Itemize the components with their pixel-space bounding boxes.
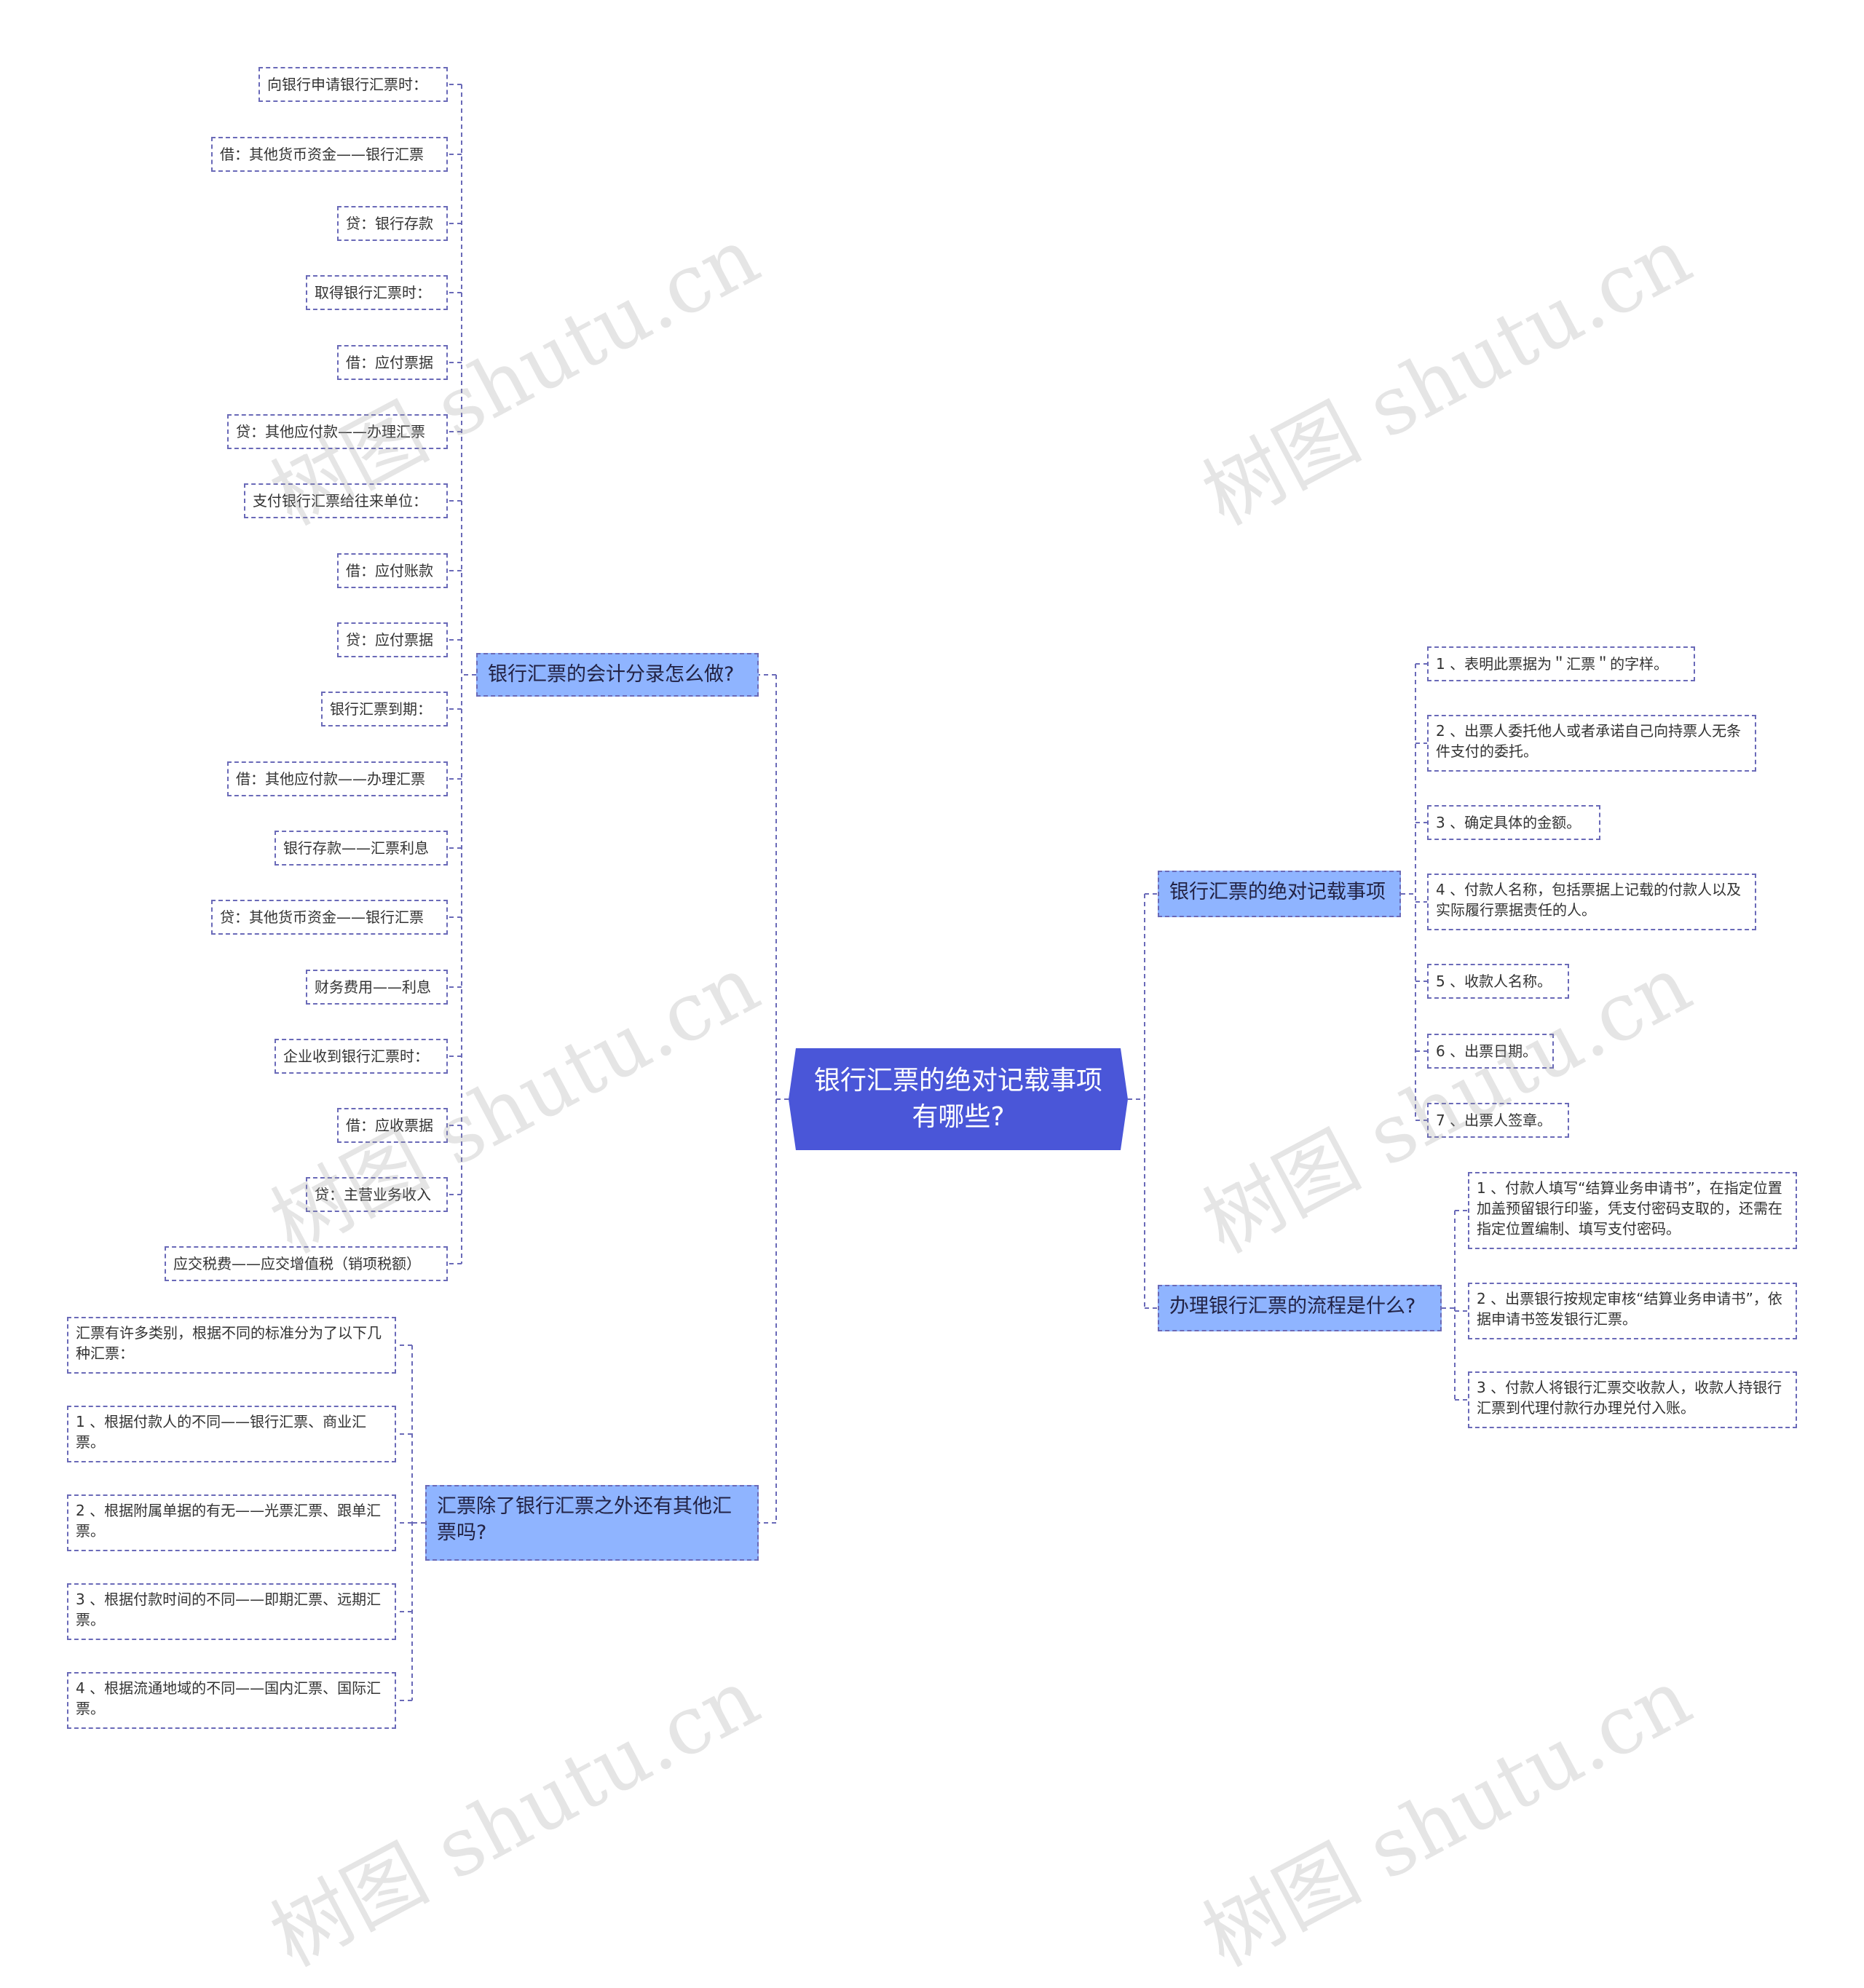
root-shape — [789, 1048, 1128, 1150]
accounting-item[interactable]: 贷：主营业务收入 — [306, 1177, 448, 1212]
accounting-item[interactable]: 应交税费——应交增值税（销项税额） — [165, 1246, 448, 1281]
other-types-item[interactable]: 汇票有许多类别，根据不同的标准分为了以下几种汇票： — [67, 1317, 396, 1374]
accounting-item[interactable]: 银行汇票到期： — [321, 692, 448, 726]
root-title: 银行汇票的绝对记载事项有哪些? — [813, 1066, 1102, 1132]
branch-other-types[interactable]: 汇票除了银行汇票之外还有其他汇票吗? — [425, 1485, 759, 1561]
accounting-item[interactable]: 贷：应付票据 — [337, 622, 448, 657]
process-item[interactable]: 3 、付款人将银行汇票交收款人，收款人持银行汇票到代理付款行办理兑付入账。 — [1468, 1371, 1797, 1428]
accounting-item[interactable]: 支付银行汇票给往来单位： — [244, 483, 448, 518]
branch-accounting[interactable]: 银行汇票的会计分录怎么做? — [476, 653, 759, 697]
other-types-item[interactable]: 4 、根据流通地域的不同——国内汇票、国际汇票。 — [67, 1672, 396, 1729]
accounting-item[interactable]: 借：其他应付款——办理汇票 — [227, 761, 448, 796]
accounting-item[interactable]: 银行存款——汇票利息 — [275, 831, 448, 866]
accounting-item[interactable]: 借：应收票据 — [337, 1108, 448, 1143]
absolute-item[interactable]: 3 、确定具体的金额。 — [1427, 805, 1600, 840]
absolute-item[interactable]: 1 、表明此票据为＂汇票＂的字样。 — [1427, 646, 1695, 681]
absolute-item[interactable]: 5 、收款人名称。 — [1427, 964, 1569, 999]
branch-process[interactable]: 办理银行汇票的流程是什么? — [1158, 1285, 1442, 1331]
accounting-item[interactable]: 向银行申请银行汇票时： — [258, 67, 448, 102]
absolute-item[interactable]: 6 、出票日期。 — [1427, 1034, 1554, 1069]
accounting-item[interactable]: 贷：银行存款 — [337, 206, 448, 241]
absolute-item[interactable]: 2 、出票人委托他人或者承诺自己向持票人无条件支付的委托。 — [1427, 715, 1756, 772]
process-item[interactable]: 1 、付款人填写“结算业务申请书”，在指定位置加盖预留银行印鉴，凭支付密码支取的… — [1468, 1172, 1797, 1249]
other-types-item[interactable]: 3 、根据付款时间的不同——即期汇票、远期汇票。 — [67, 1583, 396, 1640]
absolute-item[interactable]: 4 、付款人名称，包括票据上记载的付款人以及实际履行票据责任的人。 — [1427, 874, 1756, 930]
other-types-item[interactable]: 2 、根据附属单据的有无——光票汇票、跟单汇票。 — [67, 1494, 396, 1551]
accounting-item[interactable]: 借：应付票据 — [337, 345, 448, 380]
accounting-item[interactable]: 贷：其他货币资金——银行汇票 — [211, 900, 448, 935]
accounting-item[interactable]: 贷：其他应付款——办理汇票 — [227, 414, 448, 449]
accounting-item[interactable]: 企业收到银行汇票时： — [275, 1039, 448, 1074]
connector-lines — [396, 84, 1468, 1701]
accounting-item[interactable]: 借：应付账款 — [337, 553, 448, 588]
absolute-item[interactable]: 7 、出票人签章。 — [1427, 1103, 1569, 1138]
root-node[interactable]: 银行汇票的绝对记载事项有哪些? — [789, 1048, 1128, 1150]
accounting-item[interactable]: 借：其他货币资金——银行汇票 — [211, 137, 448, 172]
accounting-item[interactable]: 财务费用——利息 — [306, 970, 448, 1005]
process-item[interactable]: 2 、出票银行按规定审核“结算业务申请书”，依据申请书签发银行汇票。 — [1468, 1283, 1797, 1339]
branch-absolute-items[interactable]: 银行汇票的绝对记载事项 — [1158, 871, 1401, 917]
other-types-item[interactable]: 1 、根据付款人的不同——银行汇票、商业汇票。 — [67, 1406, 396, 1462]
accounting-item[interactable]: 取得银行汇票时： — [306, 275, 448, 310]
